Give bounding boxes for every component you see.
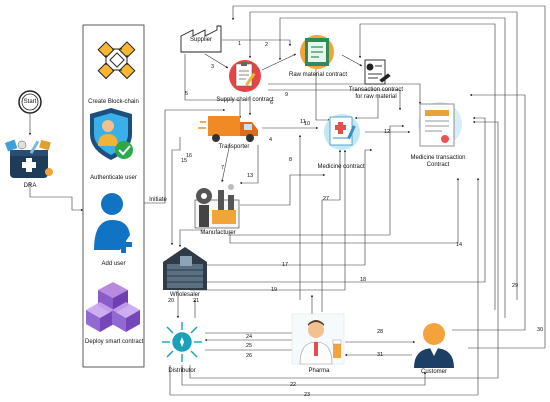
edge-number: 3 [211,64,215,70]
arrow-3 [261,53,297,71]
customer-label: Customer [420,369,447,375]
arrow-w16 [190,149,347,291]
raw-material-contract-label: Raw material contract [288,72,348,78]
create-blockchain-label: Create Block-chain [88,99,139,105]
edge-number: 14 [456,242,463,248]
edge-number: 2 [265,42,269,48]
arrow-loop-b [248,11,518,300]
add-user-label: Add user [101,261,126,267]
pharma-label: Pharma [308,368,330,374]
edge-number: 4 [269,137,273,143]
arrow-1 [204,53,229,69]
arrow-initiate [144,108,226,204]
wholesaler-warehouse-icon [163,247,207,290]
deploy-contract-icon [86,282,140,332]
edge-number: 8 [289,157,293,163]
arrow-7 [221,142,231,183]
arrow-2 [222,39,292,47]
start-label: Start [23,99,37,105]
edge-number: 1 [238,41,242,47]
arrow-19 [228,124,405,236]
arrow-9 [268,83,422,105]
arrow-raw-trans [341,54,363,67]
authenticate-user-label: Authenticate user [90,175,137,181]
edge-number: 22 [290,382,297,388]
distributor-icon [162,322,202,362]
transporter-truck-icon [198,116,258,142]
edge-number: 17 [282,262,289,268]
blockchain-icon [97,41,136,80]
arrow-raw-med [354,95,379,120]
edge-number: 26 [246,353,253,359]
arrow-16 [170,137,181,246]
supplier-factory-icon [180,25,222,53]
arrow-29 [452,93,526,331]
initiate-label: Initiate [149,197,167,203]
arrow-5 [184,54,242,119]
authenticate-user-icon [90,108,133,160]
add-user-icon [94,193,132,253]
edge-number: 12 [384,129,391,135]
arrow-8 [268,89,402,111]
edge-number: 7 [221,165,225,171]
arrow-17 [205,148,373,266]
edge-number: 27 [323,196,330,202]
edge-number: 11 [300,119,306,125]
medicine-transaction-label: Medicine transaction Contract [410,155,466,168]
transporter-label: Transporter [218,144,250,150]
arrow-loop-a [278,17,506,318]
raw-material-contract-icon [300,35,334,69]
wholesaler-label: Wholesaler [169,292,200,298]
edge-number: 18 [360,277,367,283]
connectors [28,5,546,396]
transaction-raw-label: Transaction contract for raw material [348,87,404,100]
medical-kit-icon [4,139,53,178]
manufacturer-label: Manufacturer [200,230,236,236]
arrow-13 [239,145,259,185]
transaction-raw-contract-icon [364,59,391,85]
edge-number: 5 [185,91,189,97]
dra-label: DRA [23,183,37,189]
edge-number: 21 [193,298,200,304]
edge-number: 31 [377,352,384,358]
edge-number: 6 [270,100,274,106]
edge-number: 25 [246,343,253,349]
arrow-loop-c [358,23,496,310]
arrow-14 [229,177,460,244]
arrow-30 [231,5,546,349]
medicine-transaction-contract-icon [418,102,462,147]
edge-number: 13 [247,173,254,179]
edge-number: 28 [377,329,384,335]
supply-chain-contract-label: Supply chain contract [216,97,274,103]
customer-icon [414,323,454,368]
manufacturer-icon [194,184,240,229]
pharma-pharmacist-icon [291,313,345,365]
arrow-25b [189,120,499,379]
edge-number: 24 [246,334,253,340]
supplier-label: Supplier [189,37,212,43]
arrow-15 [178,229,205,248]
edge-number: 30 [537,327,544,333]
edge-number: 10 [304,121,311,127]
edge-number: 23 [304,392,311,398]
supply-chain-contract-icon [229,60,261,92]
arrow-dra-panel [29,182,84,212]
medicine-contract-icon [324,114,360,150]
arrow-22 [181,365,427,386]
medicine-contract-label: Medicine contract [317,164,365,170]
edge-number: 9 [285,92,289,98]
edge-number: 15 [181,158,188,164]
arrow-mfg-med [240,173,326,206]
edge-number: 16 [186,153,193,159]
distributor-label: Distributor [168,368,196,374]
arrow-23 [169,177,480,396]
start-node [18,90,42,114]
edge-number: 19 [271,287,278,293]
arrow-27 [321,149,342,312]
edge-number: 20 [168,298,175,304]
edge-number: 29 [512,283,519,289]
deploy-smart-contract-label: Deploy smart contract [85,339,144,345]
